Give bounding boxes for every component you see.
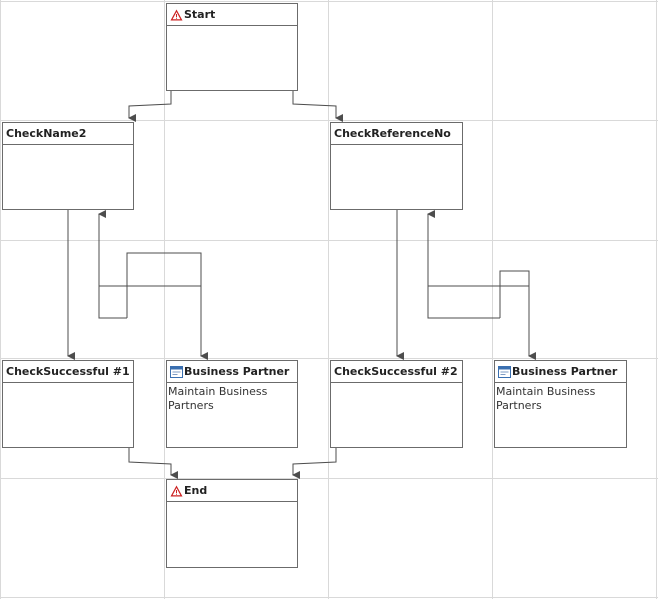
transition-start-to-checkreferenceno	[292, 91, 343, 122]
transition-checkreferenceno-to-businesspartner2	[427, 270, 529, 356]
node-title: Business Partner	[512, 365, 618, 378]
node-title: CheckSuccessful #2	[334, 365, 458, 378]
node-header: CheckReferenceNo	[331, 123, 462, 145]
grid-line	[0, 597, 658, 598]
transition-checksuccessful2-to-end	[292, 448, 337, 479]
warning-icon	[170, 485, 183, 496]
node-start[interactable]: Start	[166, 3, 298, 91]
grid-line	[0, 240, 658, 241]
node-business-partner-2[interactable]: Business Partner Maintain Business Partn…	[494, 360, 627, 448]
node-end[interactable]: End	[166, 479, 298, 568]
node-title: Start	[184, 8, 216, 21]
grid-line	[0, 1, 658, 2]
transition-checksuccessful1-to-end	[128, 448, 178, 479]
node-header: End	[167, 480, 297, 502]
node-title: End	[184, 484, 208, 497]
node-checksuccessful1[interactable]: CheckSuccessful #1	[2, 360, 134, 448]
grid-line	[0, 120, 658, 121]
node-header: CheckSuccessful #1	[3, 361, 133, 383]
grid-line	[0, 0, 1, 599]
node-header: Business Partner	[167, 361, 297, 383]
node-description: Maintain Business Partners	[168, 385, 268, 412]
node-header: Business Partner	[495, 361, 626, 383]
node-title: Business Partner	[184, 365, 290, 378]
node-business-partner[interactable]: Business Partner Maintain Business Partn…	[166, 360, 298, 448]
grid-line	[0, 478, 658, 479]
node-title: CheckReferenceNo	[334, 127, 451, 140]
warning-icon	[170, 9, 183, 20]
grid-line	[328, 0, 329, 599]
node-checkname2[interactable]: CheckName2	[2, 122, 134, 210]
node-title: CheckSuccessful #1	[6, 365, 130, 378]
node-checksuccessful2[interactable]: CheckSuccessful #2	[330, 360, 463, 448]
grid-line	[0, 358, 658, 359]
node-header: CheckSuccessful #2	[331, 361, 462, 383]
node-title: CheckName2	[6, 127, 87, 140]
node-description: Maintain Business Partners	[496, 385, 596, 412]
transition-start-to-checkname2	[128, 91, 172, 122]
grid-line	[492, 0, 493, 599]
node-header: CheckName2	[3, 123, 133, 145]
node-checkreferenceno[interactable]: CheckReferenceNo	[330, 122, 463, 210]
transition-checkname2-to-businesspartner	[98, 252, 201, 356]
grid-line	[656, 0, 657, 599]
window-icon	[498, 365, 511, 378]
grid-line	[164, 0, 165, 599]
window-icon	[170, 365, 183, 378]
node-header: Start	[167, 4, 297, 26]
